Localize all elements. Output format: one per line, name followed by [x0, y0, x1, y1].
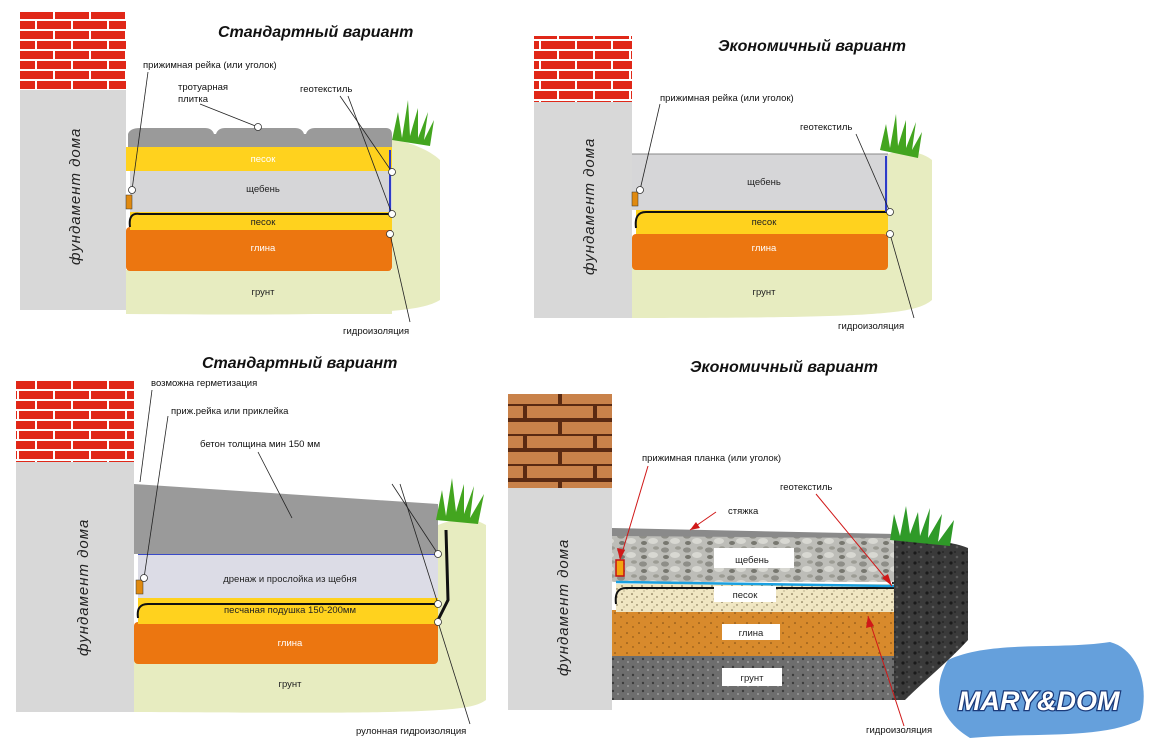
foundation — [534, 102, 632, 318]
brick-wall — [508, 394, 612, 488]
concrete-slab — [134, 484, 438, 554]
layer-label: дренаж и прослойка из щебня — [223, 574, 357, 585]
layer-clay — [632, 234, 888, 270]
label-bg — [714, 548, 794, 568]
waterproof-line — [614, 587, 894, 605]
waterproofing-label: гидроизоляция — [838, 321, 904, 332]
layer-sand — [636, 210, 888, 234]
watermark-text: MARY&DOM — [958, 686, 1120, 716]
layer-gravel-drain — [138, 554, 438, 598]
panel-economy-gravel: Экономичный вариант фундамент дома щебен… — [534, 36, 932, 332]
layer-gravel — [130, 170, 392, 212]
brick-wall — [16, 380, 134, 462]
grass-icon — [436, 478, 484, 524]
concrete-label: бетон толщина мин 150 мм — [200, 439, 320, 450]
layer-label: щебень — [747, 177, 781, 188]
tile-label-line: тротуарная — [178, 82, 228, 93]
layer-label: глина — [752, 243, 777, 254]
screed-label: стяжка — [728, 506, 759, 517]
layer-label: грунт — [741, 673, 765, 684]
geotextile-label: геотекстиль — [300, 84, 352, 95]
panel-standard-tile: Стандартный вариант фундамент дома песок… — [20, 12, 440, 337]
layer-sand-lower — [130, 212, 392, 230]
sealing-label: возможна герметизация — [151, 378, 257, 389]
ground-fill — [134, 519, 486, 713]
layer-label: грунт — [252, 287, 276, 298]
waterproof-line — [128, 212, 392, 228]
marker-points — [636, 186, 894, 238]
tile-label-line: плитка — [178, 94, 209, 105]
geotextile-label: геотекстиль — [800, 122, 852, 133]
geotextile-line — [615, 580, 895, 588]
foundation-label: фундамент дома — [581, 138, 598, 275]
brand-logo: MARY&DOM — [939, 642, 1144, 738]
roll-waterproofing — [434, 529, 450, 625]
foundation-label: фундамент дома — [67, 128, 84, 265]
ground-fill — [632, 151, 932, 318]
panel-title: Экономичный вариант — [718, 38, 906, 55]
waterproofing-label: гидроизоляция — [343, 326, 409, 337]
marker-points — [140, 550, 442, 626]
waterproofing-label: гидроизоляция — [866, 725, 932, 736]
layer-label: щебень — [246, 184, 280, 195]
marker-points — [128, 123, 396, 238]
panel-title: Стандартный вариант — [202, 355, 397, 372]
layer-label: песок — [752, 217, 778, 228]
brick-wall — [534, 36, 632, 102]
layer-label: грунт — [753, 287, 777, 298]
layer-label: глина — [251, 243, 276, 254]
layer-clay — [134, 622, 438, 664]
panel-standard-concrete: Стандартный вариант фундамент дома дрена… — [16, 355, 486, 737]
layer-sand-upper — [126, 147, 392, 171]
clamp-rail — [135, 579, 144, 595]
layer-sand-cushion — [138, 598, 438, 624]
logo-splash — [939, 642, 1144, 738]
grass-icon — [890, 506, 954, 546]
layer-label: грунт — [279, 679, 303, 690]
brick-wall — [20, 12, 126, 90]
clamp-label: прижимная рейка (или уголок) — [660, 93, 794, 104]
clamp-label: приж.рейка или приклейка — [171, 406, 289, 417]
foundation-label: фундамент дома — [555, 539, 572, 676]
screed — [612, 528, 894, 538]
foundation-label: фундамент дома — [75, 519, 92, 656]
layer-label: щебень — [735, 555, 769, 566]
grass-icon — [880, 114, 922, 158]
clamp-rail — [125, 194, 133, 210]
leader-lines — [639, 103, 915, 319]
clamp-label: прижимная рейка (или уголок) — [143, 60, 277, 71]
grass-icon — [392, 100, 434, 146]
panel-title: Стандартный вариант — [218, 24, 413, 41]
label-bg — [714, 586, 776, 602]
layer-label: глина — [278, 638, 303, 649]
waterproof-line — [634, 211, 888, 229]
label-bg — [722, 624, 780, 640]
foundation — [16, 462, 134, 712]
foundation — [508, 488, 612, 710]
arrowheads — [617, 522, 892, 628]
layer-gravel — [632, 154, 888, 210]
layer-label: глина — [739, 628, 764, 639]
waterproof-line — [136, 603, 438, 619]
panel-economy-screed: Экономичный вариант фундамент дома щебен… — [508, 359, 1144, 738]
foundation — [20, 90, 126, 310]
paving-tiles — [128, 128, 392, 147]
leader-lines — [139, 389, 471, 725]
layer-label: песок — [251, 154, 277, 165]
panel-title: Экономичный вариант — [690, 359, 878, 376]
geotextile-label: геотекстиль — [780, 482, 832, 493]
waterproofing-label: рулонная гидроизоляция — [356, 726, 466, 737]
layer-label: песок — [251, 217, 277, 228]
clamp-label: прижимная планка (или уголок) — [642, 453, 781, 464]
leader-lines — [131, 71, 411, 323]
clamp-rail — [615, 559, 625, 577]
layer-ground — [126, 270, 392, 314]
layer-label: песчаная подушка 150-200мм — [224, 605, 356, 616]
layer-clay — [126, 227, 392, 271]
clamp-rail — [631, 191, 639, 207]
layer-label: песок — [733, 590, 759, 601]
label-bg — [722, 668, 782, 686]
